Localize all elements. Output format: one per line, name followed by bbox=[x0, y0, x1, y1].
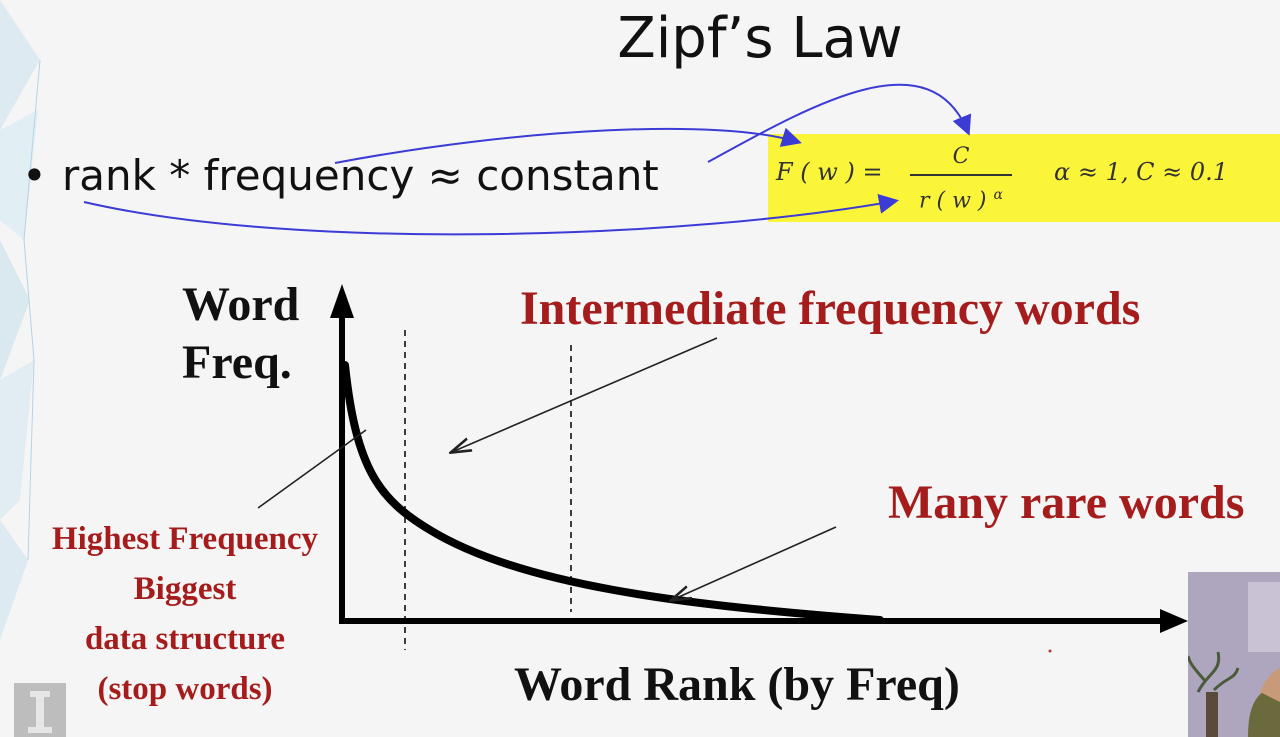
data-structure-line: data structure bbox=[84, 621, 286, 657]
formula-params: α ≈ 1, C ≈ 0.1 bbox=[1054, 158, 1228, 186]
zipf-curve bbox=[341, 361, 884, 624]
annotation-arrow-frequency-to-F bbox=[334, 127, 802, 164]
fraction-bar bbox=[910, 174, 1012, 176]
formula-fraction: C r ( w ) α bbox=[906, 140, 1016, 214]
stop-words-line: (stop words) bbox=[97, 671, 273, 707]
formula-numerator: C bbox=[952, 144, 970, 169]
slide-title: Zipf’s Law bbox=[617, 6, 903, 71]
callout-arrow-rare bbox=[672, 526, 837, 600]
webcam-overlay bbox=[1188, 572, 1280, 737]
formula-lhs: F ( w ) = bbox=[776, 158, 883, 186]
callout-line-highest bbox=[257, 429, 367, 509]
biggest-line: Biggest bbox=[133, 571, 237, 607]
bullet-dot: • bbox=[22, 151, 47, 200]
decorative-background-pattern bbox=[0, 0, 41, 640]
corner-logo-icon bbox=[14, 683, 66, 737]
annotation-arrow-rank-to-r bbox=[83, 193, 899, 236]
formula-denominator: r ( w ) bbox=[919, 188, 994, 214]
y-axis-label-line2: Freq. bbox=[182, 336, 292, 389]
formula-denominator-wrap: r ( w ) α bbox=[906, 176, 1016, 214]
x-axis-label: Word Rank (by Freq) bbox=[514, 658, 960, 711]
highest-frequency-line: Highest Frequency bbox=[51, 521, 319, 557]
y-axis-label: Word Freq. bbox=[182, 276, 299, 392]
stray-dot bbox=[1048, 649, 1052, 653]
annotation-arrow-constant-to-C bbox=[707, 83, 972, 163]
y-axis-label-line1: Word bbox=[182, 278, 300, 331]
webcam-scene-icon bbox=[1188, 572, 1280, 737]
y-axis-arrowhead bbox=[330, 284, 354, 318]
x-axis-arrowhead bbox=[1160, 609, 1188, 633]
callout-arrow-intermediate bbox=[452, 337, 718, 452]
highest-frequency-label: Highest Frequency Biggest data structure… bbox=[20, 514, 350, 714]
intermediate-frequency-label: Intermediate frequency words bbox=[520, 282, 1141, 335]
formula-exponent: α bbox=[993, 187, 1003, 203]
rare-words-label: Many rare words bbox=[888, 476, 1245, 529]
